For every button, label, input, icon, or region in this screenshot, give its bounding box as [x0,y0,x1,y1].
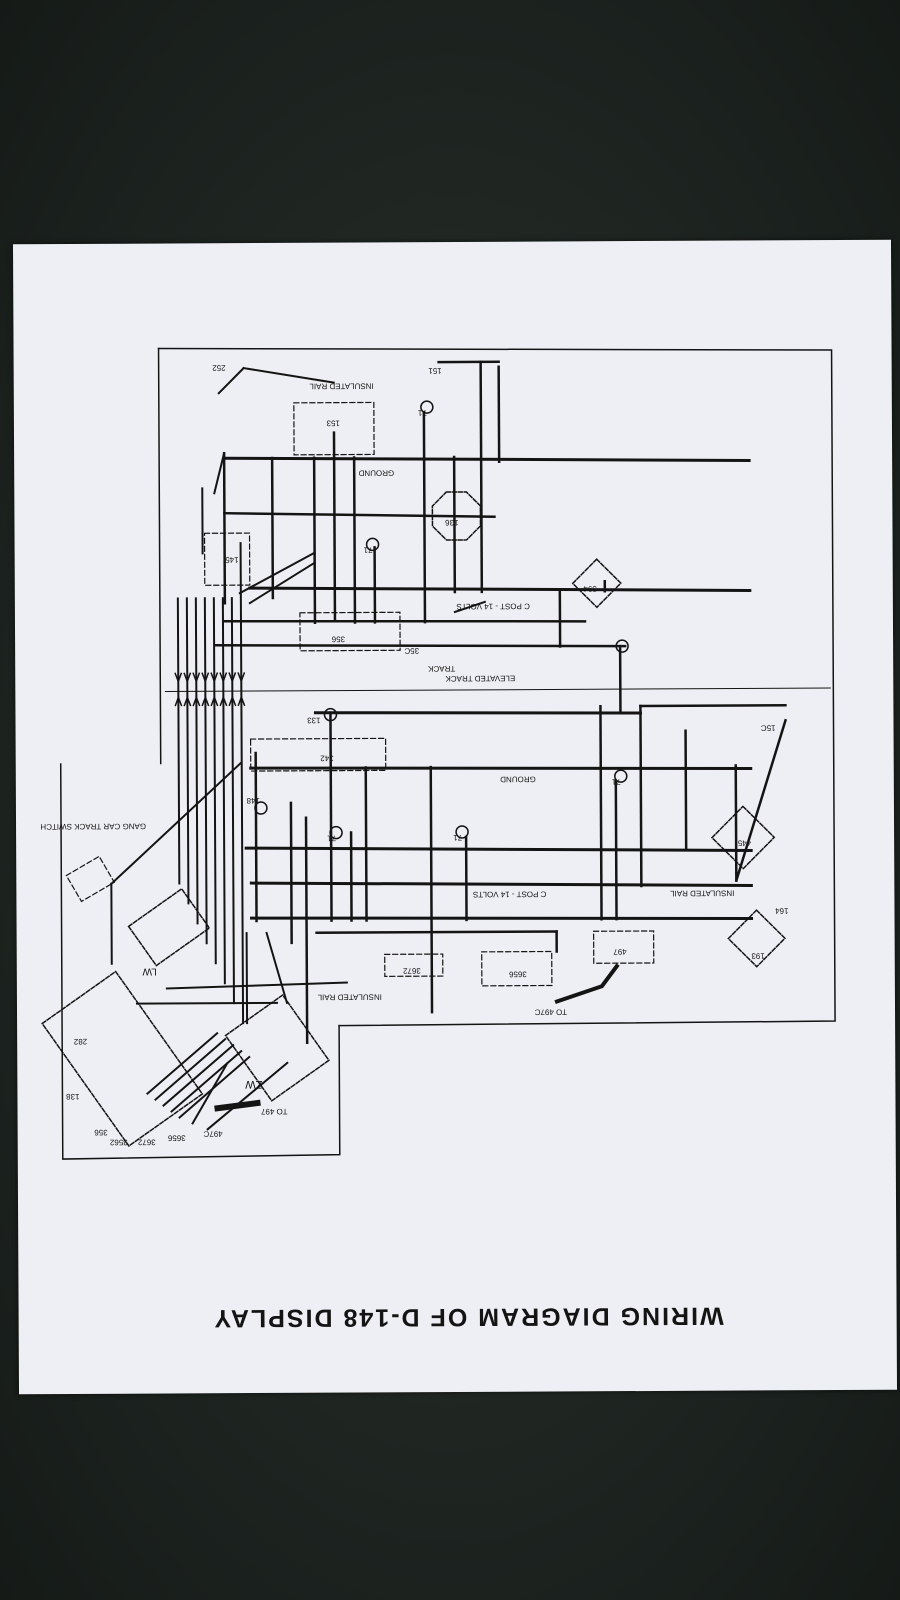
label-148: 148 [246,796,260,805]
box-153 [293,401,375,456]
label-3656b: 3656 [167,1133,185,1142]
label-3672b: 3672 [137,1138,155,1147]
arrow-to-497 [214,1099,261,1112]
frame-upper-left [157,347,162,765]
label-164: 164 [775,906,789,915]
rail-mid-2 [249,766,753,770]
paper-sheet: 252 151 153 71 INSULATED RAIL GROUND 136… [12,239,898,1395]
label-497c: 497C [203,1129,222,1138]
rail-upper-5 [213,644,627,648]
rail-mid-4 [249,881,753,887]
label-138: 138 [66,1092,80,1101]
switch-445 [710,805,776,870]
label-497: 497 [613,947,627,956]
label-153: 153 [326,419,340,428]
label-3562: 3562 [109,1138,127,1147]
label-gang-car-switch: GANG CAR TRACK SWITCH [40,822,146,832]
box-342 [249,737,387,772]
label-to-497c: TO 497C [534,1007,567,1016]
label-insulated-rail-top: INSULATED RAIL [309,381,374,390]
label-445: 445 [737,838,751,847]
table-split-line [164,687,831,693]
transformer-zw [224,994,330,1102]
label-15c: 15C [761,723,776,732]
accessory-136 [431,491,482,541]
label-282: 282 [73,1037,87,1046]
rail-upper-3 [248,586,752,592]
switch-193 [727,909,786,968]
label-71c: 71 [611,777,620,786]
label-133: 133 [307,716,321,725]
diagram-title: WIRING DIAGRAM OF D-148 DISPLAY [212,1301,724,1333]
label-ground-bottom: GROUND [500,775,536,784]
label-356: 356 [331,635,345,644]
label-193: 193 [751,951,765,960]
label-71a: 71 [417,408,426,417]
label-elevated-track: ELEVATED TRACK [445,674,516,683]
label-252: 252 [212,363,226,372]
frame-lower-left [59,763,341,1160]
transformer-lw [127,887,211,967]
label-to-497: TO 497 [260,1107,287,1116]
rail-mid-3 [244,846,753,852]
frame-upper [157,347,836,1027]
label-71b: 71 [363,545,372,554]
box-gang-switch [65,855,116,903]
box-3656 [481,950,553,987]
arrow-to-497c [554,963,620,1005]
box-145 [203,532,251,586]
label-3656: 3656 [508,970,526,979]
rail-upper-2 [223,511,496,519]
label-136: 136 [445,518,459,527]
label-lw: LW [142,966,157,977]
label-c-post-bottom: C POST - 14 VOLTS [473,890,547,899]
label-356b: 356 [94,1128,108,1137]
label-insulated-rail-right: INSULATED RAIL [670,889,735,898]
switch-394 [571,558,622,609]
rail-mid-5 [250,916,754,920]
label-394: 394 [583,584,597,593]
box-497 [592,930,655,964]
label-3672: 3672 [402,966,420,975]
label-151: 151 [428,366,442,375]
label-71e: 71 [453,833,462,842]
label-insulated-rail-bottom: INSULATED RAIL [317,992,382,1001]
label-145: 145 [225,555,239,564]
wiring-diagram: 252 151 153 71 INSULATED RAIL GROUND 136… [40,347,836,1160]
label-35c: 35C [404,646,419,655]
label-track: TRACK [427,664,455,673]
label-342: 342 [320,754,334,763]
label-c-post-top: C POST - 14 VOLTS [456,602,530,611]
label-71d: 71 [327,834,336,843]
label-zw: ZW [245,1078,263,1090]
rail-mid-1 [313,711,642,715]
label-ground-top: GROUND [358,468,394,477]
rail-upper-4 [223,619,587,623]
box-356 [299,611,401,652]
box-3672 [384,953,444,977]
control-panel [41,970,204,1148]
rail-upper-1 [222,456,751,462]
